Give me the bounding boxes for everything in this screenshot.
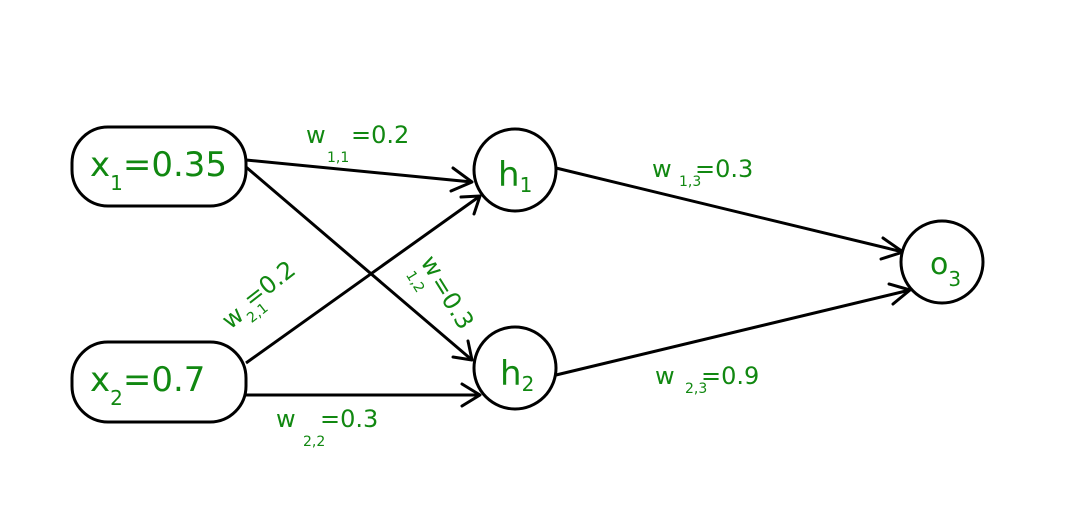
w22-value: =0.3 bbox=[320, 405, 378, 433]
x1-symbol: x bbox=[90, 145, 110, 185]
h1-symbol: h bbox=[498, 155, 520, 195]
o3-symbol: o bbox=[930, 247, 948, 282]
weight-label-w11: w 1,1 =0.2 bbox=[306, 121, 409, 166]
h2-symbol: h bbox=[500, 354, 522, 394]
w23-value: =0.9 bbox=[701, 362, 759, 390]
w21-symbol: w bbox=[216, 301, 249, 335]
edge-x2-h2 bbox=[246, 382, 482, 408]
x2-value: =0.7 bbox=[123, 360, 206, 400]
w21-value: =0.2 bbox=[238, 255, 301, 313]
w13-value: =0.3 bbox=[695, 155, 753, 183]
weight-label-w23: w 2,3 =0.9 bbox=[655, 362, 759, 397]
x1-value: =0.35 bbox=[123, 145, 227, 185]
input-node-x1: x1=0.35 bbox=[70, 125, 248, 208]
x1-index: 1 bbox=[110, 171, 123, 195]
w13-symbol: w bbox=[652, 155, 672, 183]
w22-symbol: w bbox=[276, 405, 296, 433]
w23-index: 2,3 bbox=[685, 381, 707, 397]
w11-index: 1,1 bbox=[327, 150, 349, 166]
weight-label-w12: w 1,2 =0.3 bbox=[402, 250, 480, 334]
svg-text:o3: o3 bbox=[930, 247, 961, 291]
w12-value: =0.3 bbox=[425, 270, 480, 334]
output-node-o3: o3 bbox=[899, 219, 985, 305]
edge-h2-o3 bbox=[555, 282, 912, 377]
w11-value: =0.2 bbox=[351, 121, 409, 149]
input-node-x2: x2=0.7 bbox=[70, 340, 248, 424]
svg-text:h2: h2 bbox=[500, 354, 534, 396]
hidden-node-h2: h2 bbox=[472, 325, 558, 411]
weight-label-w22: w 2,2 =0.3 bbox=[276, 405, 378, 450]
h2-index: 2 bbox=[522, 372, 535, 396]
weight-label-w13: w 1,3 =0.3 bbox=[652, 155, 753, 190]
svg-text:x1=0.35: x1=0.35 bbox=[90, 145, 227, 195]
hidden-node-h1: h1 bbox=[472, 127, 558, 213]
w23-symbol: w bbox=[655, 362, 675, 390]
w11-symbol: w bbox=[306, 121, 326, 149]
x2-symbol: x bbox=[90, 360, 110, 400]
svg-text:x2=0.7: x2=0.7 bbox=[90, 360, 205, 410]
h1-index: 1 bbox=[520, 173, 533, 197]
edge-x1-h1 bbox=[245, 158, 474, 193]
w22-index: 2,2 bbox=[303, 434, 325, 450]
edge-x2-h1 bbox=[245, 194, 482, 365]
o3-index: 3 bbox=[948, 267, 961, 291]
x2-index: 2 bbox=[110, 386, 123, 410]
edge-x1-h2 bbox=[245, 165, 474, 362]
weight-label-w21: w 2,1 =0.2 bbox=[216, 255, 301, 335]
svg-text:h1: h1 bbox=[498, 155, 532, 197]
w13-index: 1,3 bbox=[679, 174, 701, 190]
